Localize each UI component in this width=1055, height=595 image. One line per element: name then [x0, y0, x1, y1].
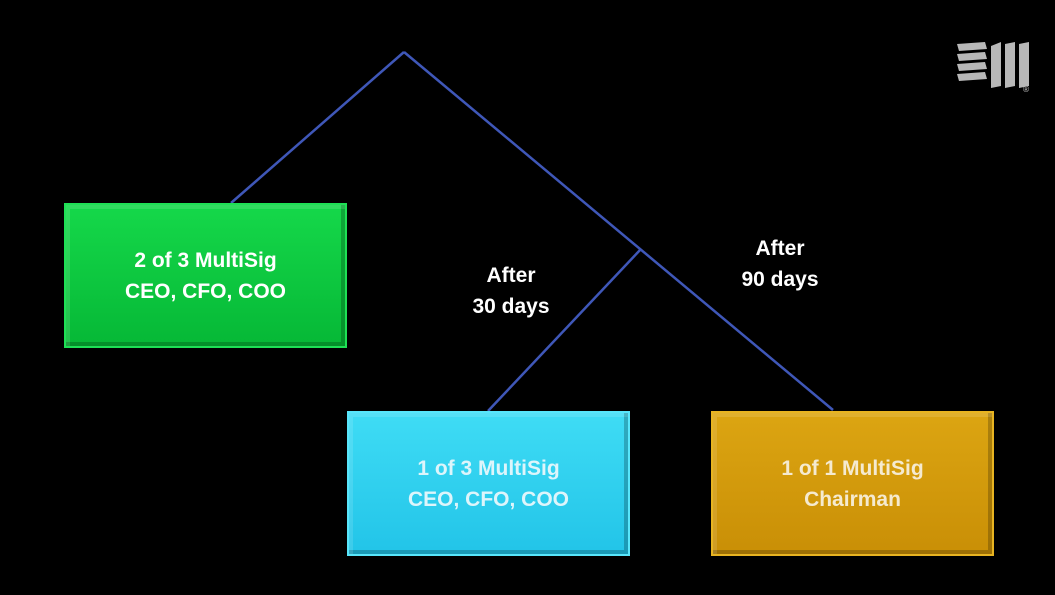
node-signers: Chairman — [804, 487, 901, 511]
connector-root-to-green — [230, 51, 405, 204]
node-title: 1 of 3 MultiSig — [417, 456, 560, 480]
connector-root-to-gold — [403, 51, 834, 411]
connector-branch-to-cyan — [487, 248, 642, 412]
node-1-of-3-multisig: 1 of 3 MultiSig CEO, CFO, COO — [347, 411, 630, 556]
node-title: 1 of 1 MultiSig — [781, 456, 924, 480]
node-title: 2 of 3 MultiSig — [134, 248, 277, 272]
node-2-of-3-multisig: 2 of 3 MultiSig CEO, CFO, COO — [64, 203, 347, 348]
node-signers: CEO, CFO, COO — [124, 279, 286, 303]
edge-label-line2: 30 days — [472, 295, 550, 318]
edge-label-line1: After — [755, 237, 805, 260]
node-signers: CEO, CFO, COO — [407, 487, 569, 511]
edge-label-after-90-days: After 90 days — [729, 233, 831, 295]
node-1-of-1-multisig: 1 of 1 MultiSig Chairman — [711, 411, 994, 556]
registered-mark: ® — [1022, 85, 1030, 92]
edge-label-after-30-days: After 30 days — [460, 260, 562, 322]
edge-label-line2: 90 days — [741, 268, 819, 291]
stacked-bars-logo-icon: ® — [957, 42, 1030, 92]
edge-label-line1: After — [486, 264, 536, 287]
